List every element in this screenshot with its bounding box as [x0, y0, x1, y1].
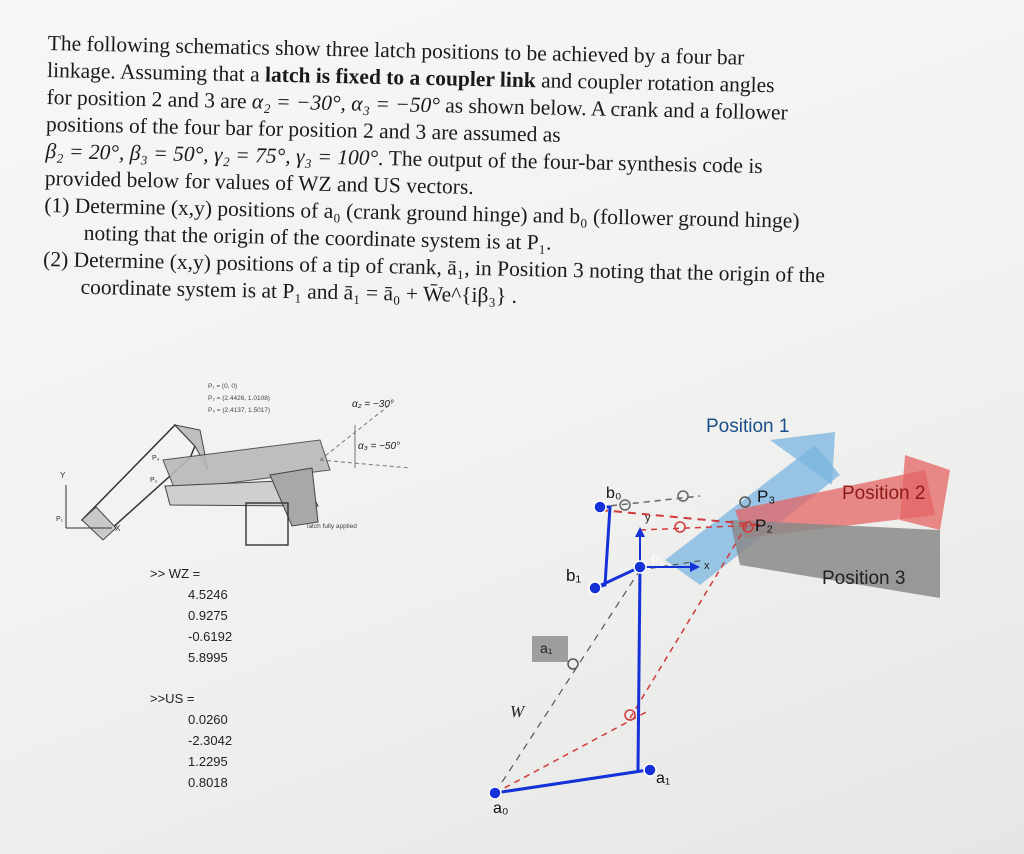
dashed-line-b0 — [599, 495, 701, 508]
position-2-arrow-body — [735, 470, 935, 538]
a0-label: a₀ — [493, 800, 509, 817]
dashed-line-p2 — [639, 524, 761, 531]
alpha2-label: α₂ = −30° — [352, 399, 394, 410]
a1-position-marker — [567, 658, 579, 670]
p3-coord: P₃ = (2.4137, 1.5017) — [208, 407, 270, 414]
b0-joint — [593, 500, 607, 514]
coupler-link-top — [594, 565, 641, 590]
latch-box — [245, 502, 289, 546]
p1-label: P₁ — [651, 553, 665, 568]
p3-label: P₃ — [757, 487, 776, 506]
wz-value-2: 0.9275 — [188, 608, 228, 623]
dashed-line-a0 — [494, 709, 651, 794]
p1-coord: P₁ = (0, 0) — [208, 383, 237, 390]
x-axis-letter: x — [704, 560, 710, 572]
us-value-1: 0.0260 — [188, 712, 228, 727]
crank-link — [494, 768, 649, 795]
alpha2-line — [319, 402, 393, 461]
dashed-line-w — [494, 569, 641, 794]
position-1-arrow-head — [770, 432, 835, 485]
a1-box — [532, 636, 568, 662]
p2-marker — [674, 521, 686, 533]
alpha3-label: α₃ = −50° — [358, 441, 400, 452]
us-value-2: -2.3042 — [188, 733, 233, 748]
b0-label: b₀ — [606, 485, 622, 502]
us-value-4: 0.8018 — [188, 775, 228, 790]
p2-coord: P₂ = (2.4426, 1.0108) — [208, 395, 270, 402]
dashed-line-upper — [599, 509, 761, 526]
p3-marker-label: P₃ — [152, 455, 160, 462]
console-wz: >> WZ = 4.5246 0.9275 -0.6192 5.8995 — [150, 563, 232, 668]
p1-marker-label: P₁ — [56, 516, 64, 523]
us-value-3: 1.2295 — [188, 754, 228, 769]
wz-label: >> WZ = — [150, 566, 201, 581]
position-2-arrow-head — [900, 455, 950, 530]
p2-label: P₂ — [755, 516, 773, 535]
wz-value-1: 4.5246 — [188, 587, 228, 602]
a-marker — [624, 709, 636, 721]
wz-value-3: -0.6192 — [188, 629, 233, 644]
position-3-block — [730, 520, 940, 598]
p1-joint — [633, 560, 647, 574]
position-3-label: Position 3 — [822, 568, 906, 589]
p3-joint — [739, 496, 751, 508]
follower-link — [594, 505, 612, 590]
b1-label: b₁ — [566, 566, 582, 585]
b0-offset-marker — [619, 499, 631, 511]
us-label: >>US = — [150, 691, 195, 706]
wz-value-4: 5.8995 — [188, 650, 228, 665]
y-axis-letter: y — [645, 512, 651, 524]
y-axis-label: Y — [60, 471, 66, 480]
latch-position-3 — [269, 467, 319, 527]
y-axis-arrowhead — [635, 527, 645, 537]
p2-joint — [742, 521, 754, 533]
a1-joint — [643, 763, 657, 777]
latch-applied-label: latch fully applied — [307, 523, 357, 530]
x-axis-label: X — [115, 524, 121, 533]
console-us: >>US = 0.0260 -2.3042 1.2295 0.8018 — [150, 688, 232, 793]
b1-joint — [588, 581, 602, 595]
position-1-label: Position 1 — [706, 416, 790, 437]
position-2-label: Position 2 — [842, 483, 926, 504]
w-vector-label: W — [510, 702, 525, 721]
coupler-link-vertical — [636, 566, 642, 771]
x-axis-arrowhead — [690, 562, 700, 572]
a1-label: a₁ — [656, 770, 671, 787]
p2-marker-label: P₂ — [150, 477, 158, 484]
dashed-line-diagonal — [629, 519, 751, 719]
b-marker — [677, 490, 689, 502]
a1-box-label: a₁ — [540, 640, 553, 656]
a0-joint — [488, 786, 502, 800]
alpha3-line — [319, 459, 411, 469]
